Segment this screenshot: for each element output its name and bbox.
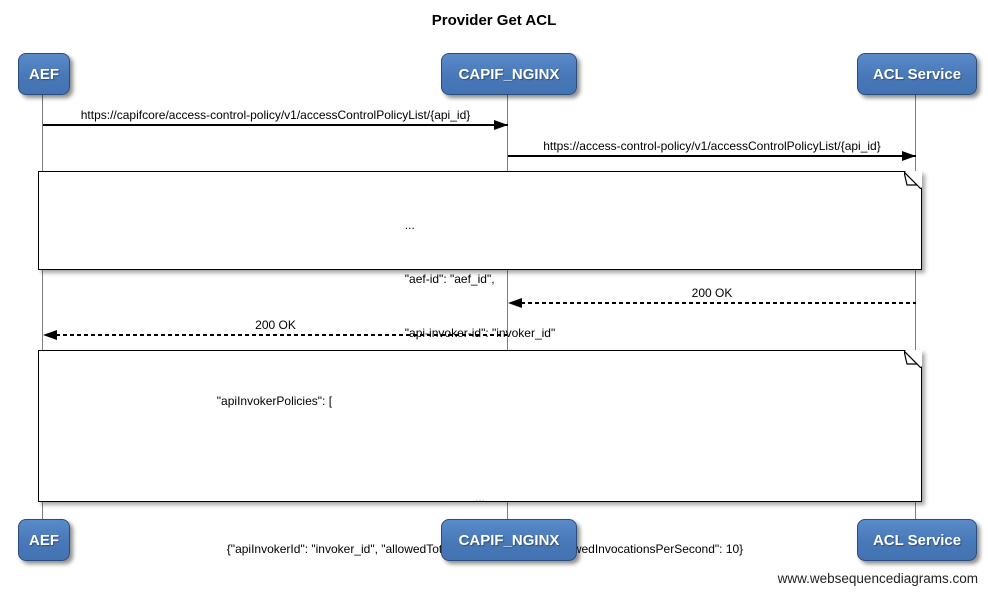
message-2-line (508, 155, 916, 157)
arrowhead-right-icon (902, 151, 916, 161)
arrowhead-left-icon (43, 330, 57, 340)
note-line: ... (404, 218, 415, 232)
note-line (217, 444, 743, 456)
note-line: "api-invoker-id": "invoker_id" (404, 326, 556, 340)
actor-bottom-capif-nginx: CAPIF_NGINX (441, 519, 577, 561)
actor-top-acl-service: ACL Service (857, 53, 977, 95)
lifeline-aef (42, 93, 43, 519)
note-box-response-body: "apiInvokerPolicies": [ ... {"apiInvoker… (38, 350, 922, 556)
note-line: "aef-id": "aef_id", (404, 272, 495, 286)
note-box-request-body: ... "aef-id": "aef_id", "api-invoker-id"… (38, 171, 922, 394)
note-line: "apiInvokerPolicies": [ (216, 394, 333, 408)
actor-label: CAPIF_NGINX (458, 531, 560, 549)
note-fold-icon (904, 171, 922, 189)
message-1-line (43, 124, 508, 126)
note-line: ... (474, 491, 485, 505)
actor-top-aef: AEF (18, 53, 70, 95)
actor-label: CAPIF_NGINX (458, 65, 560, 83)
message-4-label: 200 OK (255, 318, 296, 332)
message-3-label: 200 OK (691, 286, 733, 300)
message-4-line (56, 334, 507, 336)
lifeline-acl-service (915, 93, 916, 519)
actor-label: AEF (29, 65, 59, 83)
lifeline-capif-nginx (507, 93, 508, 519)
actor-label: ACL Service (872, 65, 962, 83)
diagram-title: Provider Get ACL (431, 12, 557, 29)
watermark: www.websequencediagrams.com (777, 571, 978, 586)
note-text: ... "aef-id": "aef_id", "api-invoker-id"… (405, 172, 555, 432)
actor-top-capif-nginx: CAPIF_NGINX (441, 53, 577, 95)
actor-label: AEF (29, 531, 59, 549)
actor-bottom-acl-service: ACL Service (857, 519, 977, 561)
actor-bottom-aef: AEF (18, 519, 70, 561)
message-2-label: https://access-control-policy/v1/accessC… (543, 139, 881, 153)
arrowhead-right-icon (494, 120, 508, 130)
message-1-label: https://capifcore/access-control-policy/… (80, 108, 471, 122)
arrowhead-left-icon (508, 298, 522, 308)
actor-label: ACL Service (872, 531, 962, 549)
message-3-line (521, 302, 916, 304)
note-fold-icon (904, 350, 922, 368)
